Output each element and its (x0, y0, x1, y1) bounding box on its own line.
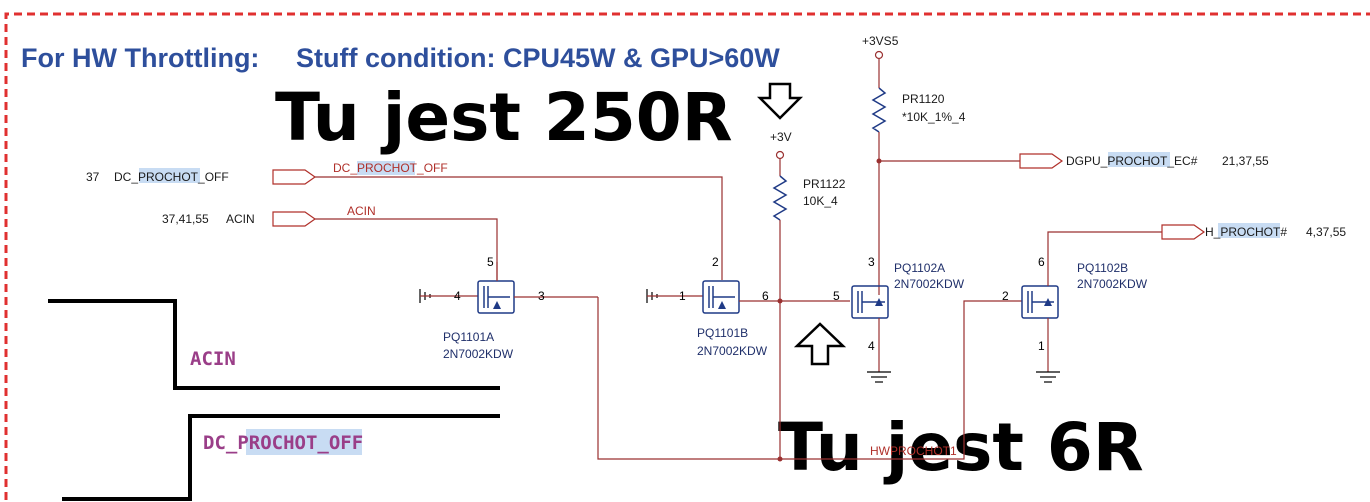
acin-port-label: ACIN (226, 212, 255, 226)
pq1101b-part: 2N7002KDW (697, 344, 768, 358)
transistor-pq1102b (1021, 231, 1162, 383)
pr1120-value: *10K_1%_4 (902, 110, 966, 124)
port-h-prochot (1161, 224, 1206, 240)
svg-text:2: 2 (1002, 289, 1009, 303)
svg-text:1: 1 (1038, 339, 1045, 353)
net-acin: ACIN (347, 204, 376, 218)
net-dc-prochot-off: DC_PROCHOT_OFF (333, 161, 448, 175)
transistor-pq1101b (646, 280, 850, 314)
port-dgpu-prochot (1019, 153, 1064, 169)
highlight (357, 161, 415, 175)
waveform-dc-prochot (62, 414, 500, 501)
dc-prochot-off-pages: 37 (86, 170, 100, 184)
wire-acin (315, 218, 498, 280)
resistor-pr1122 (772, 175, 788, 221)
pq1101a-part: 2N7002KDW (443, 347, 514, 361)
transistor-pq1101a (419, 262, 598, 314)
junction (777, 298, 783, 304)
net-hwprochot: HWPROCHOT1 (870, 444, 957, 458)
pq1102a-ref: PQ1102A (894, 261, 945, 275)
wire-dc-prochot-off (315, 176, 723, 280)
svg-text:5: 5 (833, 289, 840, 303)
arrow-down-icon (756, 82, 804, 120)
svg-text:5: 5 (487, 255, 494, 269)
pr1122-value: 10K_4 (803, 194, 838, 208)
pr1122-ref: PR1122 (803, 177, 846, 191)
annotation-bottom: Tu jest 6R (778, 409, 1144, 486)
arrow-up-icon (793, 322, 847, 366)
highlight (139, 168, 200, 183)
port-dc-prochot-off (272, 169, 317, 185)
pq1101a-ref: PQ1101A (443, 330, 494, 344)
header-throttling: For HW Throttling: (21, 43, 259, 73)
svg-text:3: 3 (538, 289, 545, 303)
dashed-border (4, 12, 1370, 500)
pq1102a-part: 2N7002KDW (894, 277, 965, 291)
wire-hwprochot-bus (780, 300, 1022, 460)
svg-text:2: 2 (712, 255, 719, 269)
header-stuff-condition: Stuff condition: CPU45W & GPU>60W (296, 43, 780, 73)
pq1102b-ref: PQ1102B (1077, 261, 1128, 275)
acin-pages: 37,41,55 (162, 212, 209, 226)
waveform-acin (48, 299, 500, 390)
svg-text:3: 3 (868, 255, 875, 269)
highlight (1108, 152, 1170, 167)
annotation-top: Tu jest 250R (275, 79, 733, 156)
dc-prochot-off-port-label: DC_PROCHOT_OFF (114, 170, 229, 184)
transistor-pq1102a (851, 285, 891, 383)
h-prochot-port-pages: 4,37,55 (1306, 225, 1346, 239)
highlight (1218, 223, 1280, 238)
rail-3v-terminal (775, 150, 785, 160)
wire-hwprochot (597, 297, 780, 460)
pq1101b-ref: PQ1101B (697, 326, 748, 340)
pr1120-ref: PR1120 (902, 92, 945, 106)
svg-text:6: 6 (762, 289, 769, 303)
svg-text:1: 1 (679, 289, 686, 303)
dgpu-port-label: DGPU_PROCHOT_EC# (1066, 154, 1198, 168)
h-prochot-port-label: H_PROCHOT# (1205, 225, 1287, 239)
pq1102b-part: 2N7002KDW (1077, 277, 1148, 291)
resistor-pr1120 (871, 87, 887, 133)
rail-3vs5-terminal (874, 50, 884, 60)
waveform-dc-prochot-label: DC_PROCHOT_OFF (203, 432, 363, 454)
port-acin (272, 211, 317, 227)
rail-3v-label: +3V (770, 130, 792, 144)
dgpu-port-pages: 21,37,55 (1222, 154, 1269, 168)
rail-3vs5-label: +3VS5 (862, 34, 899, 48)
waveform-acin-label: ACIN (190, 348, 236, 370)
svg-text:4: 4 (868, 339, 875, 353)
svg-text:4: 4 (454, 289, 461, 303)
svg-text:6: 6 (1038, 255, 1045, 269)
highlight (246, 429, 362, 455)
